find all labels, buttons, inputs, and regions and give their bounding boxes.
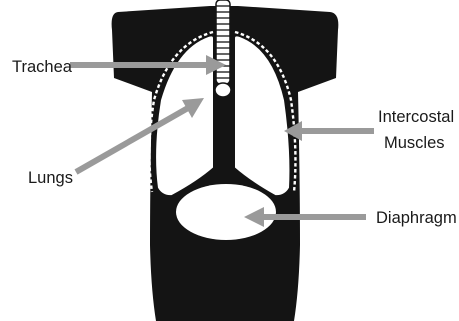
intercostal-arrow xyxy=(284,121,374,141)
label-trachea: Trachea xyxy=(12,58,73,76)
label-diaphragm: Diaphragm xyxy=(376,209,457,227)
label-muscles: Muscles xyxy=(384,134,445,152)
trachea-bifurcation xyxy=(215,83,231,97)
label-lungs: Lungs xyxy=(28,169,73,187)
diaphragm-arrow xyxy=(244,207,366,227)
label-intercostal: Intercostal xyxy=(378,108,454,126)
